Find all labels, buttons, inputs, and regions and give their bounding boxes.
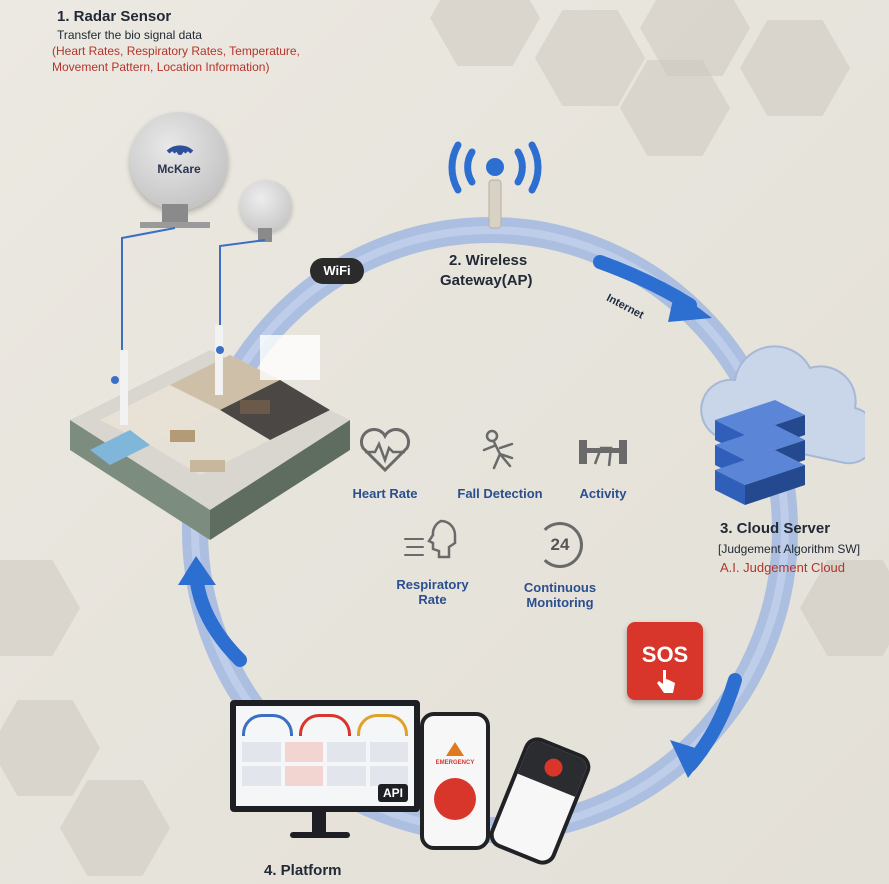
feature-label: Activity: [579, 486, 627, 501]
dashboard-gauges: [242, 714, 408, 736]
api-badge-label: API: [382, 786, 403, 800]
server-stack-icon: [715, 400, 805, 505]
sos-alert-icon: SOS: [627, 622, 703, 700]
step1-title: 1. Radar Sensor: [57, 8, 172, 25]
feature-label-line1: Continuous: [523, 580, 597, 595]
clock-24-label: 24: [550, 535, 570, 554]
feature-heart-rate: Heart Rate: [340, 428, 430, 501]
smart-home-floorplan-image: [70, 325, 350, 540]
feature-label-line1: Respiratory: [396, 577, 469, 592]
sensor-brand-label: McKare: [157, 162, 201, 176]
feature-label-line2: Monitoring: [526, 595, 594, 610]
step1-detail-line1: (Heart Rates, Respiratory Rates, Tempera…: [52, 44, 300, 58]
step2-title-line1: 2. Wireless: [449, 252, 528, 269]
radar-sensor-mount: [162, 204, 188, 224]
radar-sensor-small: [240, 180, 292, 232]
feature-label: Heart Rate: [352, 486, 418, 501]
step3-line1: [Judgement Algorithm SW]: [718, 542, 861, 556]
wireless-signal-icon: [166, 145, 194, 155]
platform-phone-emergency: EMERGENCY: [420, 712, 490, 850]
step2-title-line2: Gateway(AP): [440, 272, 533, 289]
step4-title: 4. Platform: [264, 862, 342, 879]
heart-rate-icon: [359, 428, 411, 473]
monitor-base: [290, 832, 350, 838]
radar-sensor-mount-plate: [140, 222, 210, 228]
feature-continuous-monitoring: 24 Continuous Monitoring: [505, 522, 615, 610]
finger-tap-icon: [657, 670, 675, 693]
step1-detail-line2: Movement Pattern, Location Information): [52, 60, 270, 74]
warning-triangle-icon: [446, 742, 464, 756]
monitor-stand: [312, 812, 326, 834]
wireless-gateway-icon: [448, 141, 542, 229]
radar-sensor-large: McKare: [130, 112, 228, 210]
step1-subtitle: Transfer the bio signal data: [57, 28, 202, 42]
platform-dashboard-monitor: API: [230, 700, 420, 812]
respiratory-icon: [403, 519, 456, 559]
step3-line2: A.I. Judgement Cloud: [720, 560, 846, 575]
dashboard-grid: [242, 742, 408, 786]
emergency-button-icon: [434, 778, 476, 820]
feature-label: Fall Detection: [457, 486, 543, 501]
api-badge: API: [377, 784, 408, 802]
feature-activity: Activity: [563, 428, 643, 501]
wifi-badge: WiFi: [310, 258, 364, 284]
feature-label-line2: Rate: [418, 592, 447, 607]
emergency-label: EMERGENCY: [435, 760, 475, 766]
step3-title: 3. Cloud Server: [720, 520, 831, 537]
wifi-badge-label: WiFi: [323, 263, 351, 278]
feature-respiratory-rate: Respiratory Rate: [385, 515, 480, 607]
activity-icon: [579, 440, 627, 467]
sos-label: SOS: [641, 642, 689, 667]
radar-sensor-small-mount: [258, 228, 272, 242]
fall-detection-icon: [482, 429, 514, 470]
cloud-server-icon: [700, 345, 865, 505]
clock-24-icon: 24: [537, 522, 583, 568]
feature-fall-detection: Fall Detection: [445, 428, 555, 501]
